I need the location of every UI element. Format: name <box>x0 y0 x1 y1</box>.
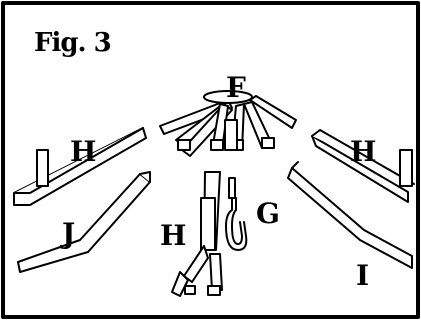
right-tube-part-h <box>311 129 415 203</box>
connector-part-h <box>171 171 223 297</box>
left-tube-part-h <box>13 127 147 206</box>
left-bow-part-j <box>17 171 151 273</box>
label-connector-h: H <box>160 219 187 252</box>
label-hook-g: G <box>256 197 280 230</box>
hub-part-f <box>159 90 297 157</box>
hook-part-g <box>225 177 248 251</box>
label-hub-f: F <box>226 71 246 104</box>
figure-title: Fig. 3 <box>34 28 112 58</box>
label-right-tube-h: H <box>350 135 377 168</box>
label-right-bow-i: I <box>356 259 370 292</box>
right-bow-part-i <box>287 161 413 269</box>
label-left-bow-j: J <box>62 217 76 250</box>
label-left-tube-h: H <box>70 135 97 168</box>
